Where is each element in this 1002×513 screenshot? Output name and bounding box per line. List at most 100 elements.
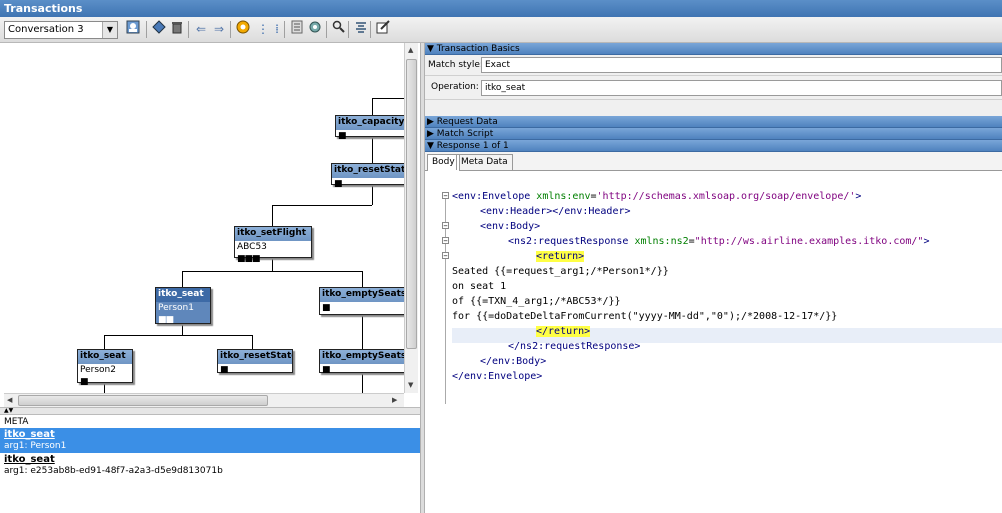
node-subtitle: Person1 [158,303,194,313]
node-title: itko_resetState [332,164,404,178]
scrollbar-thumb[interactable] [18,395,268,406]
toolbar: Conversation 3 ▼ ⇐ ⇒ ⋮ ⁞ [0,17,1002,43]
add-node-icon[interactable] [150,20,168,38]
code-line: <env:Body> [480,221,541,232]
section-response[interactable]: ▼ Response 1 of 1 [425,140,1002,152]
scroll-up-icon[interactable]: ▲ [408,46,414,54]
graph-node[interactable]: itko_seat Person2 ■ [77,349,133,387]
node-dots: ■ [220,365,229,375]
node-dots: ■ [80,377,89,387]
node-title: itko_seat [78,350,132,364]
meta-row-title: itko_seat [4,454,55,465]
chevron-down-icon: ▼ [102,22,117,38]
fold-toggle-icon[interactable]: − [442,192,449,200]
code-line: </env:Body> [480,356,547,367]
node-title: itko_seat [156,288,210,302]
graph-node[interactable]: itko_resetState ■ [331,163,404,189]
operation-label: Operation: [431,82,479,92]
section-match-script[interactable]: ▶ Match Script [425,128,1002,140]
meta-row-sub: arg1: Person1 [4,441,67,451]
scroll-right-icon[interactable]: ▶ [392,396,398,404]
conversation-graph[interactable]: itko_capacity ■ itko_resetState ■ itko_s… [4,43,404,393]
graph-node[interactable]: itko_emptySeats ■ [319,349,404,375]
section-transaction-basics[interactable]: ▼ Transaction Basics [425,43,1002,55]
match-style-row: Match style: Exact [425,55,1002,76]
match-style-label: Match style: [428,60,483,70]
meta-row[interactable]: itko_seat arg1: Person1 [0,428,420,453]
node-dots: ■ [338,131,347,141]
tab-meta-data[interactable]: Meta Data [456,154,513,170]
layout-icon[interactable] [352,20,370,38]
node-title: itko_emptySeats [320,288,404,302]
code-line: of {{=TXN_4_arg1;/*ABC53*/}} [452,296,621,307]
delete-icon[interactable] [168,20,186,38]
section-request-data[interactable]: ▶ Request Data [425,116,1002,128]
scroll-left-icon[interactable]: ◀ [7,396,13,404]
graph-node[interactable]: itko_setFlight ABC53 ■■■ [234,226,312,264]
code-line: on seat 1 [452,281,507,292]
fold-toggle-icon[interactable]: − [442,222,449,230]
search-icon[interactable] [330,20,348,38]
operation-field[interactable]: itko_seat [481,80,1002,96]
scroll-down-icon[interactable]: ▼ [408,381,414,389]
collapsed-triangle-icon: ▶ [427,117,434,127]
split-divider[interactable]: ▲▼ [0,407,420,415]
graph-node-selected[interactable]: itko_seat Person1 ■■ [155,287,211,325]
fold-toggle-icon[interactable]: − [442,237,449,245]
section-title: Transaction Basics [436,44,520,54]
meta-list: META itko_seat arg1: Person1 itko_seat a… [0,416,420,513]
meta-row-title: itko_seat [4,429,55,440]
node-title: itko_setFlight [235,227,311,241]
transaction-detail-panel: ▼ Transaction Basics Match style: Exact … [425,43,1002,513]
expanded-triangle-icon: ▼ [427,44,434,54]
forward-arrow-icon[interactable]: ⇒ [213,22,225,36]
response-body-editor[interactable]: − − − − <env:Envelope xmlns:env='http://… [425,176,1002,513]
fold-guide [445,196,446,404]
meta-header: META [4,417,29,427]
user-icon[interactable] [124,20,142,38]
section-title: Response 1 of 1 [436,141,509,151]
scrollbar-thumb[interactable] [406,59,417,349]
code-line: Seated {{=request_arg1;/*Person1*/}} [452,266,669,277]
step-icon[interactable]: ⋮ [257,22,269,36]
node-dots: ■■ [158,315,174,325]
run-icon[interactable] [234,20,252,38]
node-dots: ■ [322,365,331,375]
node-dots: ■■■ [237,254,261,264]
edit-icon[interactable] [374,20,392,38]
section-title: Match Script [436,129,494,139]
conversation-graph-panel: itko_capacity ■ itko_resetState ■ itko_s… [0,43,420,513]
code-line: <ns2:requestResponse xmlns:ns2="http://w… [508,236,930,247]
graph-node[interactable]: itko_resetState ■ [217,349,293,375]
response-tabs: Body Meta Data [425,152,1002,171]
node-dots: ■ [322,303,331,313]
window-title: Transactions [0,0,1002,17]
code-line: <return> [536,251,585,262]
list-icon[interactable] [288,20,306,38]
section-title: Request Data [436,117,498,127]
meta-row[interactable]: itko_seat arg1: e253ab8b-ed91-48f7-a2a3-… [0,453,420,478]
settings-gear-icon[interactable] [306,20,324,38]
fold-toggle-icon[interactable]: − [442,252,449,260]
panel-splitter[interactable] [420,43,425,513]
operation-row: Operation: itko_seat [425,76,1002,100]
back-arrow-icon[interactable]: ⇐ [195,22,207,36]
collapsed-triangle-icon: ▶ [427,129,434,139]
node-dots: ■ [334,179,343,189]
match-style-select[interactable]: Exact [481,57,1002,73]
spacer [425,100,1002,116]
graph-vertical-scrollbar[interactable]: ▲ ▼ [404,43,418,393]
node-subtitle: Person2 [80,365,116,375]
graph-node[interactable]: itko_capacity ■ [335,115,404,141]
meta-row-sub: arg1: e253ab8b-ed91-48f7-a2a3-d5e9d81307… [4,466,223,476]
graph-horizontal-scrollbar[interactable]: ◀ ▶ [4,393,404,407]
conversation-select-value: Conversation 3 [8,24,84,35]
code-line: </ns2:requestResponse> [508,341,641,352]
conversation-select[interactable]: Conversation 3 ▼ [4,21,118,39]
code-line: </env:Envelope> [452,371,543,382]
node-title: itko_emptySeats [320,350,404,364]
graph-node[interactable]: itko_emptySeats ■ [319,287,404,315]
tab-body[interactable]: Body [427,154,460,171]
code-line: </return> [536,326,591,337]
step-down-icon[interactable]: ⁞ [275,22,279,36]
